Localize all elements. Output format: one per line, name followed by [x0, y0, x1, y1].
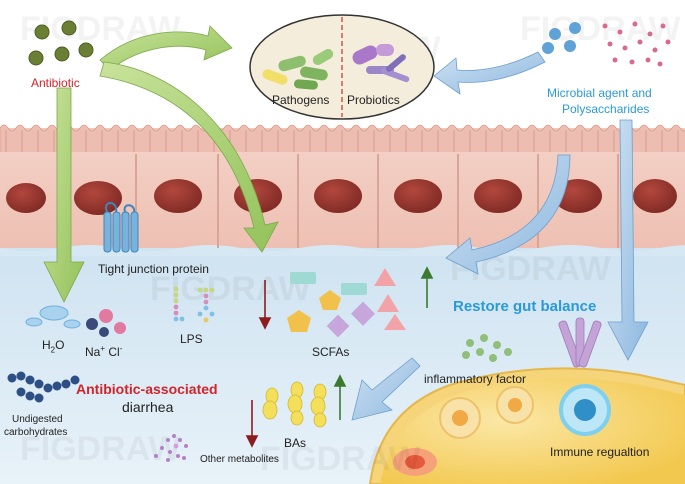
svg-text:FIGDRAW: FIGDRAW — [20, 430, 181, 468]
undigested-label-line1: Undigested — [12, 414, 63, 425]
other-metabolites-label: Other metabolites — [200, 454, 279, 465]
aad-label-line2: diarrhea — [122, 399, 174, 415]
svg-text:FIGDRAW: FIGDRAW — [260, 440, 421, 478]
microbial-agent-particles — [542, 21, 671, 67]
inflammatory-factor-particles — [462, 334, 512, 362]
sodium-charge: + — [100, 344, 106, 353]
probiotics-label: Probiotics — [347, 93, 400, 107]
undigested-label-line2: carbohydrates — [4, 427, 68, 438]
microbial-agent-label-line1: Microbial agent and — [547, 86, 652, 100]
chloride-charge: - — [119, 344, 123, 353]
cytokine-bundle — [558, 317, 602, 368]
other-metabolite-particles — [154, 434, 188, 462]
h2o-label-sub: 2 — [50, 345, 56, 355]
microvilli-border — [0, 124, 685, 155]
h2o-label-main: H — [42, 338, 51, 352]
sodium-label: Na — [85, 345, 101, 359]
decrease-arrows — [245, 280, 272, 448]
h2o-label-end: O — [55, 338, 65, 352]
scfas-label: SCFAs — [312, 345, 350, 359]
ions-label: Na+ Cl- — [85, 344, 122, 359]
scfa-molecules — [287, 268, 406, 338]
microbial-agent-arrows — [351, 51, 649, 421]
pathogen-bacteria — [262, 49, 334, 90]
inflammatory-factor-label: inflammatory factor — [424, 372, 527, 386]
cell-nuclei — [6, 179, 677, 215]
chloride-label: Cl — [105, 345, 120, 359]
pathogens-label: Pathogens — [272, 93, 330, 107]
antibiotic-label: Antibiotic — [31, 76, 80, 90]
restore-gut-balance-label: Restore gut balance — [453, 298, 597, 315]
immune-cells — [393, 384, 611, 476]
probiotic-bacteria — [352, 44, 410, 83]
antibiotic-particles — [28, 20, 94, 66]
increase-arrows — [333, 266, 434, 420]
bas-label: BAs — [284, 436, 307, 450]
tight-junction-protein-glyph — [103, 202, 139, 253]
lps-molecules — [173, 286, 215, 323]
tight-junction-label: Tight junction protein — [98, 262, 209, 276]
ion-particles — [86, 309, 126, 337]
immune-regulation-label: Immune regualtion — [550, 445, 650, 459]
aad-label-line1: Antibiotic-associated — [76, 381, 218, 397]
carbohydrate-chain — [7, 371, 80, 403]
water-droplets — [25, 305, 81, 329]
antibiotic-arrows — [43, 25, 279, 303]
microbial-agent-label-line2: Polysaccharides — [562, 102, 650, 116]
lps-label: LPS — [180, 332, 203, 346]
microbiota-oval — [249, 14, 435, 120]
bile-acid-molecules — [262, 381, 327, 428]
svg-text:FIGDRAW: FIGDRAW — [520, 10, 681, 48]
h2o-label: H2O — [42, 338, 64, 354]
